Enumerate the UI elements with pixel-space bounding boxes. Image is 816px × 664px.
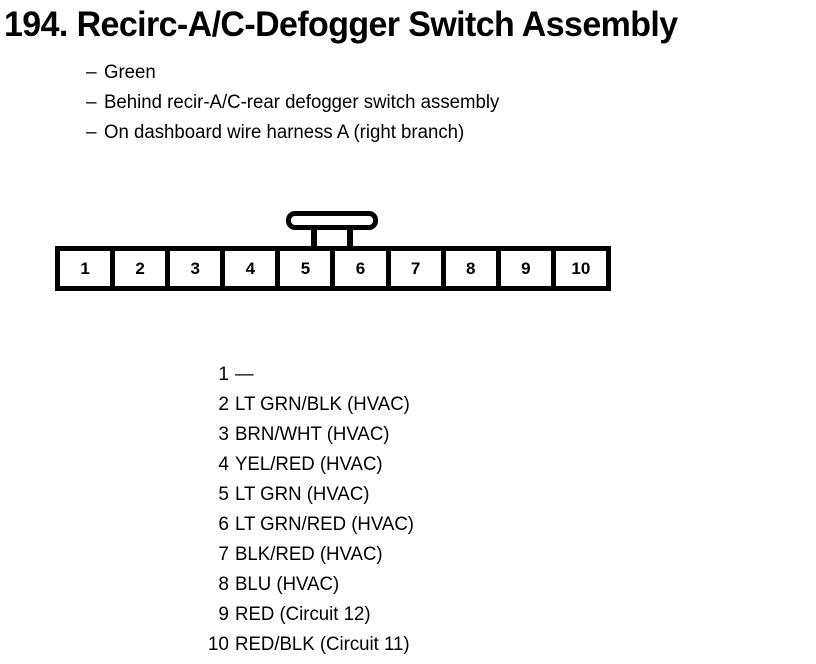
connector-pin-number: 10 [571,259,591,278]
bullet-label: On dashboard wire harness A (right branc… [104,122,465,143]
pin-assignment-row: 2 LT GRN/BLK (HVAC) [150,390,418,420]
pin-description: BLU (HVAC) [235,574,340,595]
connector-pin-number: 4 [245,259,256,278]
connector-latch-icon [286,211,378,250]
pin-description: BLK/RED (HVAC) [235,544,383,565]
bullet-item: – On dashboard wire harness A (right bra… [86,118,507,148]
bullet-item: – Green [86,58,507,88]
pin-assignment-row: 7 BLK/RED (HVAC) [150,540,418,570]
bullet-label: Green [104,62,156,83]
connector-pin-number: 1 [80,259,90,278]
pin-description: LT GRN/BLK (HVAC) [235,394,410,415]
pin-description: — [235,364,254,385]
pin-number: 8 [218,574,229,595]
pin-number: 10 [207,634,229,655]
connector-pin-cell: 10 [556,251,606,286]
pin-assignment-list: 1 — 2 LT GRN/BLK (HVAC) 3 BRN/WHT (HVAC)… [150,360,418,660]
dash-icon: – [86,122,97,143]
connector-pin-cell: 8 [446,251,501,286]
pin-description: LT GRN (HVAC) [235,484,370,505]
connector-pin-number: 2 [135,259,145,278]
connector-pin-cell: 9 [501,251,556,286]
dash-icon: – [86,62,97,83]
pin-number: 1 [218,364,229,385]
connector-pin-number: 7 [410,259,421,278]
pin-number: 9 [218,604,229,625]
pin-assignment-row: 10 RED/BLK (Circuit 11) [150,630,418,660]
pin-description: RED/BLK (Circuit 11) [235,634,410,655]
connector-pin-number: 5 [300,259,311,278]
pin-description: BRN/WHT (HVAC) [235,424,390,445]
connector-pin-cell: 2 [115,251,171,286]
connector-pin-cell: 1 [60,251,116,286]
connector-pin-number: 9 [521,259,531,278]
pin-number: 3 [218,424,229,445]
connector-pin-cell: 5 [280,251,336,286]
description-bullet-list: – Green – Behind recir-A/C-rear defogger… [86,58,507,148]
connector-pin-number: 6 [355,259,366,278]
pin-assignment-row: 8 BLU (HVAC) [150,570,418,600]
pin-number: 5 [218,484,229,505]
latch-stem-notch-shape [317,230,347,250]
bullet-item: – Behind recir-A/C-rear defogger switch … [86,88,507,118]
connector-pin-cell: 7 [391,251,446,286]
pin-assignment-row: 3 BRN/WHT (HVAC) [150,420,418,450]
pin-assignment-row: 6 LT GRN/RED (HVAC) [150,510,418,540]
connector-pin-number: 8 [465,259,476,278]
connector-pin-cell: 3 [170,251,226,286]
page-title: 194. Recirc-A/C-Defogger Switch Assembly [4,5,678,44]
connector-pin-cell: 6 [335,251,391,286]
dash-icon: – [86,92,97,113]
pin-assignment-row: 4 YEL/RED (HVAC) [150,450,418,480]
connector-diagram: 1 2 3 4 5 6 7 8 9 10 [55,211,615,291]
pin-assignment-row: 5 LT GRN (HVAC) [150,480,418,510]
connector-body: 1 2 3 4 5 6 7 8 9 10 [55,246,611,291]
pin-description: LT GRN/RED (HVAC) [235,514,414,535]
pin-number: 6 [218,514,229,535]
bullet-label: Behind recir-A/C-rear defogger switch as… [104,92,500,113]
pin-assignment-row: 9 RED (Circuit 12) [150,600,418,630]
pin-description: YEL/RED (HVAC) [235,454,383,475]
pin-assignment-row: 1 — [150,360,418,390]
pin-number: 7 [218,544,229,565]
connector-pin-cell: 4 [225,251,281,286]
pin-number: 4 [218,454,229,475]
connector-pin-number: 3 [190,259,200,278]
pin-number: 2 [218,394,229,415]
pin-description: RED (Circuit 12) [235,604,371,625]
